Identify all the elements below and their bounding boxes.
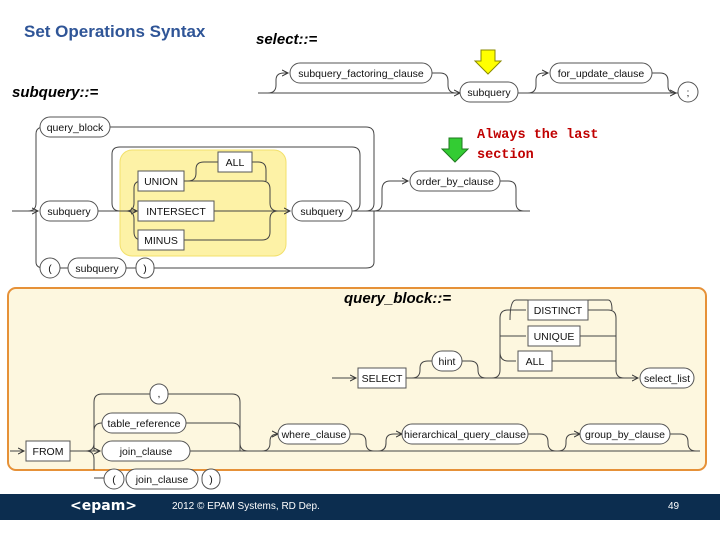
qb-node-unique: UNIQUE [534,331,575,343]
subquery-node-query-block: query_block [47,122,104,134]
qb-node-distinct: DISTINCT [534,305,583,317]
qb-node-join-clause-paren: join_clause [135,474,189,486]
set-op-intersect: INTERSECT [146,206,206,218]
select-node-semicolon: ; [687,87,690,99]
qb-node-select-list: select_list [644,373,690,385]
subquery-rule-head: subquery::= [12,84,99,101]
qb-node-all: ALL [526,356,545,368]
qb-node-from: FROM [33,446,64,458]
subquery-node-close-paren: ) [143,263,147,275]
annotation-note: Always the last section [477,128,607,163]
select-node-subquery: subquery [467,87,511,99]
qb-node-hierarchical-query-clause: hierarchical_query_clause [404,429,526,441]
footer-copyright: 2012 © EPAM Systems, RD Dep. [172,501,320,512]
page-number: 49 [668,501,680,512]
select-node-for-update-clause: for_update_clause [558,68,645,80]
query-block-rule-head: query_block::= [344,290,451,307]
qb-node-group-by-clause: group_by_clause [585,429,665,441]
qb-node-comma: , [158,388,161,400]
qb-node-close-paren: ) [209,474,213,486]
slide-title: Set Operations Syntax [24,22,206,41]
green-arrow-icon [440,137,470,163]
epam-logo: <epam> [70,498,138,514]
subquery-node-subquery-right: subquery [300,206,344,218]
select-rule-head: select::= [256,31,318,48]
yellow-arrow-icon [473,49,503,75]
qb-node-table-reference: table_reference [108,418,181,430]
set-op-all: ALL [226,157,245,169]
subquery-node-subquery-paren: subquery [75,263,119,275]
qb-node-where-clause: where_clause [281,429,347,441]
syntax-diagram: select::= subquery_factoring_clause subq… [7,31,707,490]
set-op-minus: MINUS [144,235,178,247]
qb-node-join-clause: join_clause [119,446,173,458]
qb-node-hint: hint [439,356,456,368]
qb-node-select: SELECT [362,373,403,385]
subquery-node-subquery-left: subquery [47,206,91,218]
select-rule: select::= subquery_factoring_clause subq… [256,31,699,103]
subquery-rule: subquery::= [12,84,530,279]
select-node-subquery-factoring-clause: subquery_factoring_clause [298,68,424,80]
set-op-union: UNION [144,176,178,188]
qb-node-open-paren: ( [112,474,116,486]
footer-bar: <epam> 2012 © EPAM Systems, RD Dep. 49 [0,494,720,520]
subquery-node-open-paren: ( [48,263,52,275]
subquery-node-order-by-clause: order_by_clause [416,176,494,188]
query-block-rule: query_block::= [10,290,700,490]
